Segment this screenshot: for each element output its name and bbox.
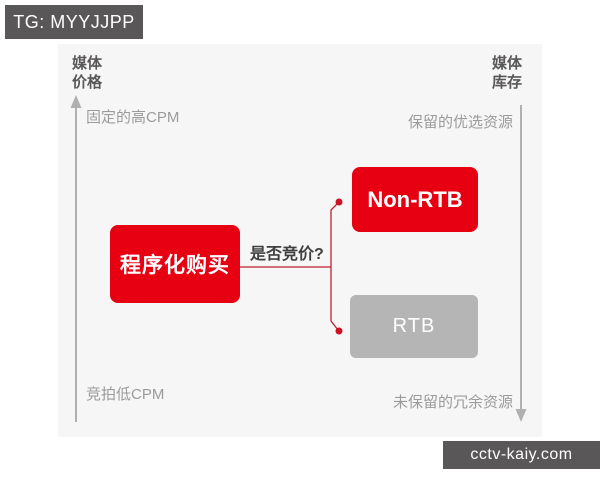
right-axis-title: 媒体库存 bbox=[442, 54, 522, 92]
watermark-top-left: TG: MYYJJPP bbox=[5, 5, 143, 39]
right-axis-top-label: 保留的优选资源 bbox=[407, 114, 513, 131]
right-axis-bottom-label: 未保留的冗余资源 bbox=[392, 394, 513, 411]
left-axis-bottom-label: 竞拍低CPM bbox=[86, 386, 165, 403]
watermark-bottom-right: cctv-kaiy.com bbox=[443, 441, 600, 469]
decision-label: 是否竞价? bbox=[250, 246, 324, 263]
left-axis-top-label: 固定的高CPM bbox=[86, 109, 180, 126]
node-non-rtb: Non-RTB bbox=[352, 167, 478, 232]
node-programmatic-buying: 程序化购买 bbox=[110, 225, 240, 303]
right-axis-title-line1: 媒体 bbox=[491, 55, 522, 72]
left-axis-title-line1: 媒体 bbox=[72, 55, 103, 72]
left-axis-title-line2: 价格 bbox=[72, 74, 103, 91]
right-axis-title-line2: 库存 bbox=[491, 74, 522, 91]
node-rtb: RTB bbox=[350, 295, 478, 358]
left-axis-title: 媒体价格 bbox=[72, 54, 102, 92]
